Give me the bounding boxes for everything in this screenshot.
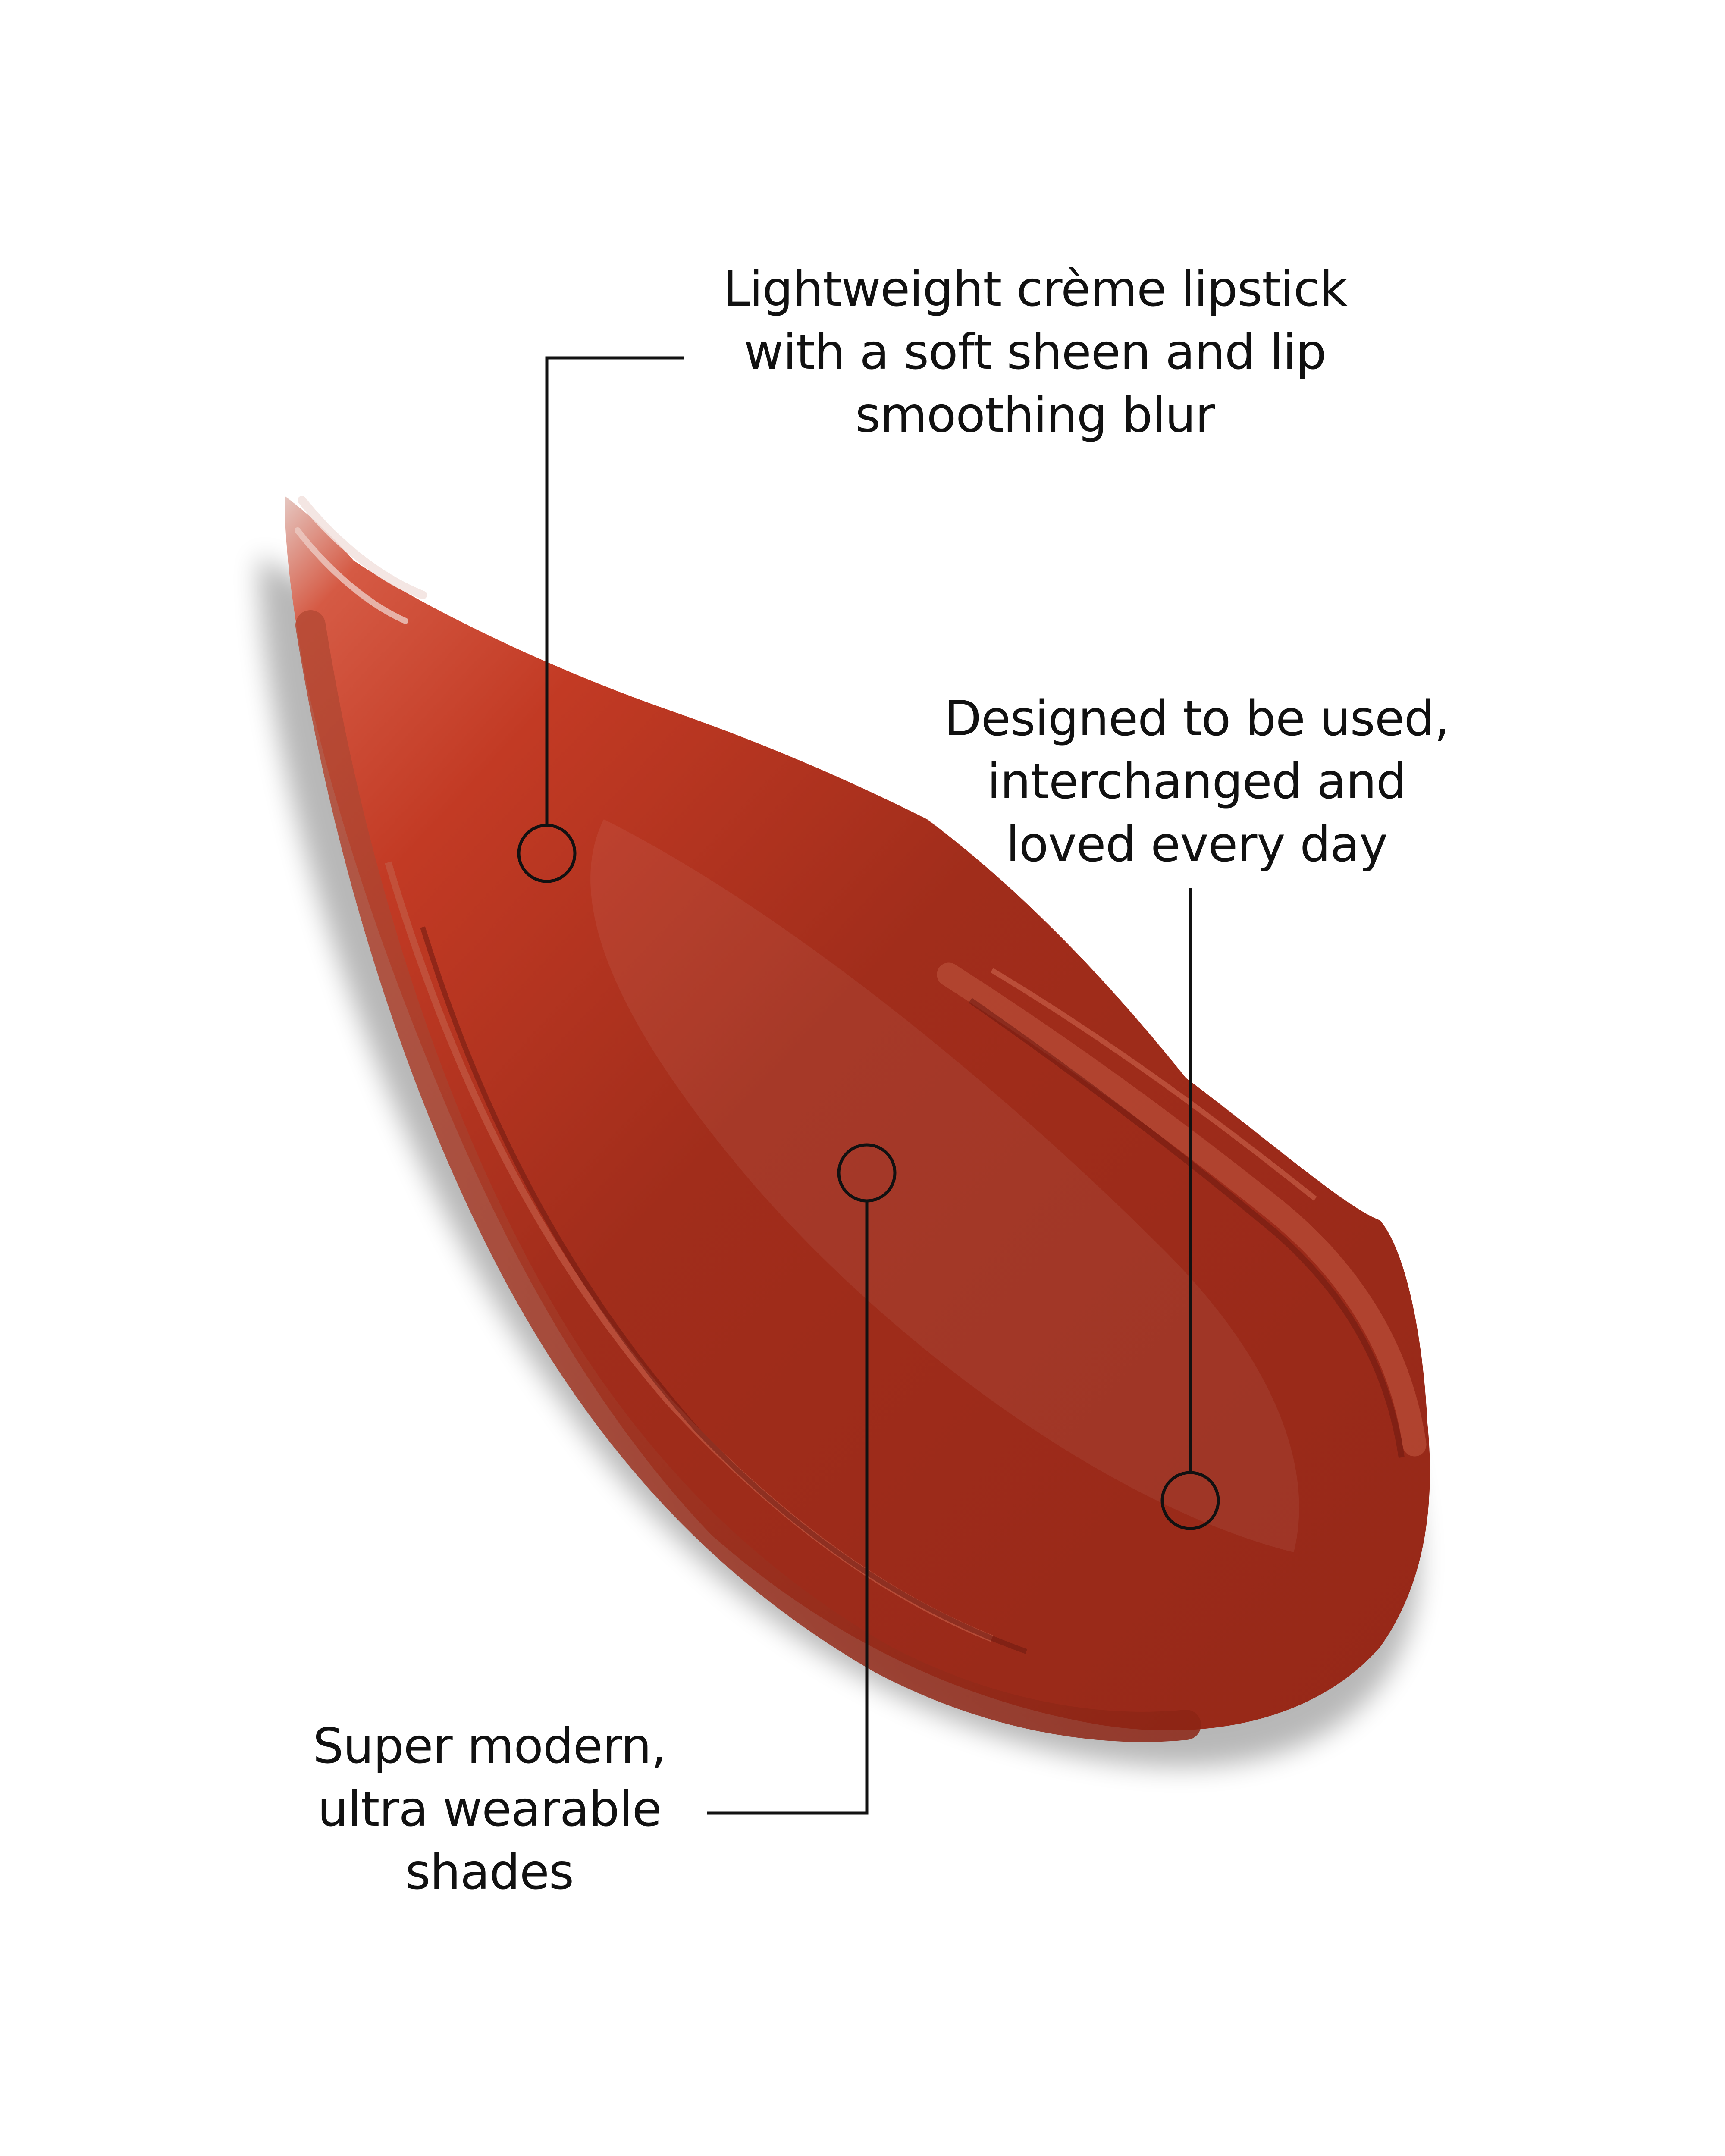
callout-sheen-text: Lightweight crème lipstick with a soft s…	[625, 258, 1445, 447]
callout-everyday-text: Designed to be used, interchanged and lo…	[862, 687, 1531, 876]
callout-everyday-line: interchanged and	[987, 754, 1407, 810]
swatch-texture-ridge-3	[937, 962, 1427, 1457]
swatch-texture-rim-left	[295, 610, 1201, 1742]
callout-sheen-line: smoothing blur	[855, 387, 1215, 443]
swatch-highlight	[590, 819, 1299, 1552]
swatch-texture-ridge-5	[990, 968, 1317, 1201]
callout-everyday-leader	[1160, 888, 1220, 1530]
lipstick-swatch	[285, 496, 1430, 1731]
swatch-tip-streak-2	[295, 527, 408, 624]
callout-everyday-line: loved every day	[1006, 817, 1388, 873]
callout-sheen-line: with a soft sheen and lip	[744, 324, 1327, 380]
callout-shades-text: Super modern, ultra wearable shades	[242, 1715, 737, 1904]
callout-shades-leader	[707, 1143, 897, 1815]
swatch-tip-streak	[298, 496, 427, 599]
swatch-texture-ridge-4	[969, 998, 1405, 1458]
callout-shades-line: Super modern,	[313, 1718, 666, 1774]
callout-everyday-line: Designed to be used,	[944, 691, 1450, 747]
callout-shades-line: ultra wearable	[317, 1781, 662, 1837]
swatch-texture-ridge-2	[420, 926, 1028, 1654]
callout-sheen-leader	[517, 356, 684, 883]
callout-sheen-line: Lightweight crème lipstick	[723, 261, 1348, 317]
callout-shades-line: shades	[405, 1844, 574, 1900]
